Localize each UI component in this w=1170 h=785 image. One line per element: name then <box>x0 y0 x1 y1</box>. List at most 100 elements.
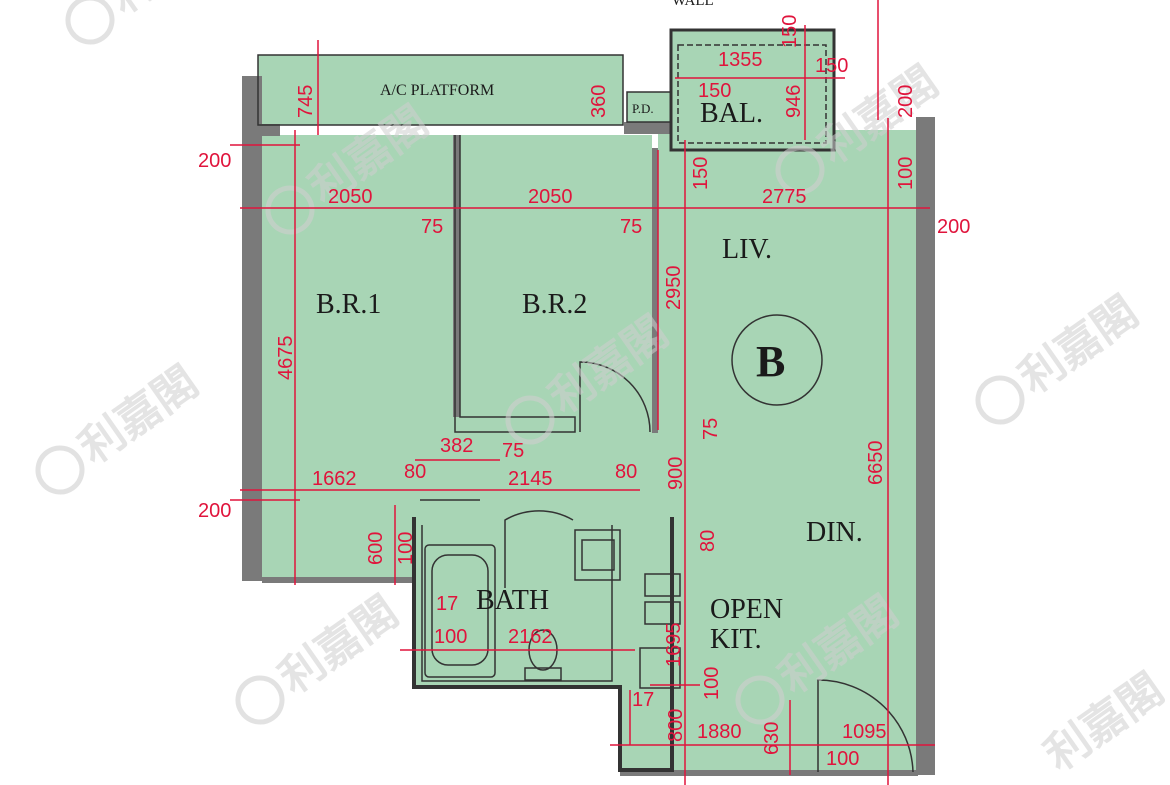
ac-platform-outline <box>257 54 624 126</box>
br2-door-swing <box>579 361 651 433</box>
wall-br2-right <box>652 148 658 433</box>
open-kit-label-line2: KIT. <box>710 624 762 655</box>
watermark-text: 利嘉閣 <box>70 357 207 474</box>
bath-outline <box>412 517 674 772</box>
dim-bath-17: 17 <box>436 593 458 615</box>
br1-label: B.R.1 <box>316 289 381 320</box>
door-swings <box>420 361 914 773</box>
dim-wall-left-mid: 200 <box>198 500 231 522</box>
basin-inner <box>581 539 615 571</box>
dim-kit-17: 17 <box>632 689 654 711</box>
dim-depth-900: 900 <box>665 457 687 490</box>
liv-din-area <box>658 130 916 772</box>
watermark-text: 利嘉閣 <box>1010 287 1147 404</box>
dim-wall-75-b: 75 <box>620 216 642 238</box>
dim-wall-75-a: 75 <box>421 216 443 238</box>
dim-door-382: 382 <box>440 435 473 457</box>
br2-label: B.R.2 <box>522 289 587 320</box>
dim-wall-80-c: 80 <box>697 530 719 552</box>
corridor-area <box>455 417 660 517</box>
kit-counter-1 <box>644 573 681 597</box>
wall-right <box>916 117 935 775</box>
balcony-label: BAL. <box>700 98 763 129</box>
watermark: 利嘉閣 <box>235 587 408 725</box>
dim-wall-75-c: 75 <box>700 418 722 440</box>
dim-wall-left-top: 200 <box>198 150 231 172</box>
dim-br1-depth: 4675 <box>275 336 297 381</box>
bath-door-swing <box>504 510 574 588</box>
br2-inner-wall <box>454 135 576 433</box>
pd-outline <box>626 91 672 123</box>
wall-left <box>242 76 262 581</box>
dim-kit-100: 100 <box>701 667 723 700</box>
dim-wall-80-b: 80 <box>615 461 637 483</box>
pd-label: P.D. <box>632 101 654 116</box>
dimension-lines <box>230 0 935 785</box>
dim-pd-width: 360 <box>588 85 610 118</box>
watermark: 利嘉閣 <box>1036 664 1170 781</box>
wall-bottom-left <box>262 577 414 583</box>
dim-ac-depth: 745 <box>295 85 317 118</box>
balcony-outer <box>669 28 836 152</box>
toilet-tank <box>524 667 562 681</box>
dim-width-2145: 2145 <box>508 468 553 490</box>
living-label: LIV. <box>722 234 772 265</box>
dim-bath-2162: 2162 <box>508 626 553 648</box>
wall-top-br <box>262 124 280 136</box>
dim-right-100: 100 <box>895 157 917 190</box>
basin <box>574 529 621 581</box>
dim-door-75: 75 <box>502 440 524 462</box>
dim-width-1880: 1880 <box>697 721 742 743</box>
wall-kit-bottom <box>620 770 918 776</box>
wall-label: WALL <box>672 0 714 9</box>
dim-bal-right-200: 200 <box>895 85 917 118</box>
dim-depth-600: 600 <box>365 532 387 565</box>
dim-liv-150: 150 <box>690 157 712 190</box>
wall-br-divider <box>453 135 460 417</box>
dim-bal-right: 150 <box>815 55 848 77</box>
watermark: 利嘉閣 <box>35 357 208 495</box>
unit-badge-circle <box>731 314 823 406</box>
unit-badge: B <box>756 337 785 386</box>
dim-bottom-100: 100 <box>826 748 859 770</box>
entry-door-swing <box>817 679 914 773</box>
watermark-text: 利嘉閣 <box>100 0 237 24</box>
dim-bal-top: 150 <box>779 15 801 48</box>
dim-br2-width: 2050 <box>528 186 573 208</box>
ac-platform-label: A/C PLATFORM <box>380 82 494 99</box>
dim-total-depth: 6650 <box>865 441 887 486</box>
outlines <box>257 28 836 772</box>
dim-depth-630: 630 <box>761 722 783 755</box>
dim-br2-depth: 2950 <box>663 266 685 311</box>
watermark-text: 利嘉閣 <box>1036 664 1170 781</box>
dim-depth-800: 800 <box>665 709 687 742</box>
bath-inner <box>421 525 613 682</box>
dining-label: DIN. <box>806 517 863 548</box>
bathtub <box>424 544 496 678</box>
dim-bal-width: 1355 <box>718 49 763 71</box>
dim-bath-100: 100 <box>434 626 467 648</box>
br2-area <box>460 135 652 417</box>
kit-area <box>620 517 670 772</box>
dim-wall-right-mid: 200 <box>937 216 970 238</box>
dimension-labels: 745 360 1355 150 150 150 946 200 200 205… <box>198 15 970 770</box>
kit-stove <box>639 647 681 689</box>
kit-counter-2 <box>644 601 681 625</box>
dim-bal-height: 946 <box>783 85 805 118</box>
dim-bal-left: 150 <box>698 80 731 102</box>
balcony-inner <box>677 44 827 144</box>
watermark: 利嘉閣 <box>975 287 1148 425</box>
ac-platform-area <box>258 55 623 125</box>
dim-liv-width: 2775 <box>762 186 807 208</box>
dim-wall-80-a: 80 <box>404 461 426 483</box>
watermark: 利嘉閣 <box>65 0 238 45</box>
watermark-text: 利嘉閣 <box>270 587 407 704</box>
dim-width-1662: 1662 <box>312 468 357 490</box>
bath-label: BATH <box>476 585 549 616</box>
pd-area <box>627 92 671 127</box>
dim-kit-1695: 1695 <box>663 623 685 668</box>
bathtub-inner <box>431 554 489 666</box>
dim-width-1095: 1095 <box>842 721 887 743</box>
dim-depth-100: 100 <box>395 532 417 565</box>
open-kit-label-line1: OPEN <box>710 594 783 625</box>
